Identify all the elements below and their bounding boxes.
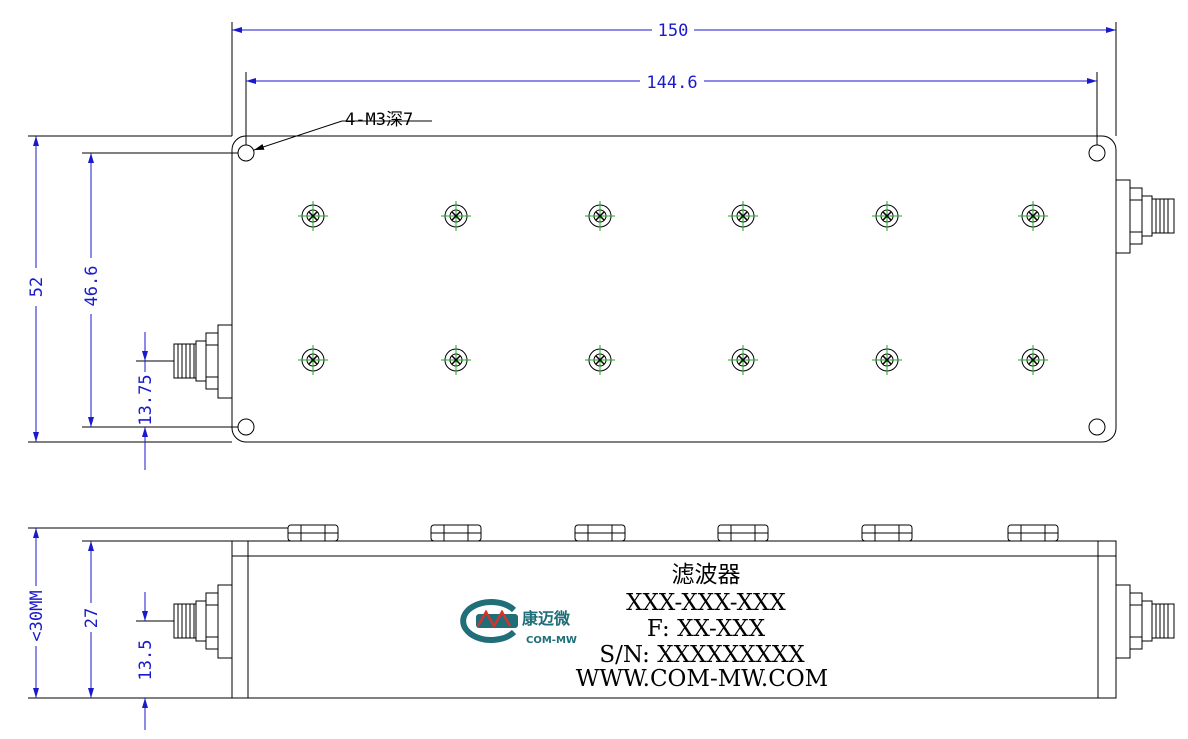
- tuning-nut: [287, 524, 339, 542]
- nameplate-frequency: F: XX-XXX: [647, 616, 766, 642]
- tuning-screw: [1018, 345, 1048, 375]
- top-view: [231, 135, 1117, 443]
- nameplate-website: WWW.COM-MW.COM: [576, 666, 828, 692]
- tuning-nut: [430, 524, 482, 542]
- dim-overall-width: 52: [27, 277, 47, 297]
- dim-connector-offset-side: 13.5: [136, 640, 156, 681]
- tuning-screw: [585, 201, 615, 231]
- mounting-hole: [237, 144, 255, 162]
- mounting-hole: [1088, 144, 1106, 162]
- nameplate-model: XXX-XXX-XXX: [626, 590, 786, 616]
- hole-callout-text: 4-M3深7: [345, 110, 413, 130]
- logo-en: COM-MW: [526, 635, 577, 646]
- tuning-screw: [728, 345, 758, 375]
- dim-overall-length: 150: [658, 21, 689, 41]
- tuning-screw: [872, 201, 902, 231]
- connector-left-top: [173, 324, 233, 399]
- tuning-nut: [861, 524, 913, 542]
- tuning-nut: [574, 524, 626, 542]
- tuning-screw: [298, 345, 328, 375]
- tuning-screws: [298, 201, 1048, 375]
- connector-right-top: [1115, 179, 1175, 254]
- tuning-nut: [717, 524, 769, 542]
- dim-height: <30MM: [27, 590, 47, 641]
- tuning-screw: [1018, 201, 1048, 231]
- nameplate-title: 滤波器: [672, 562, 741, 588]
- connector-right-side: [1115, 584, 1175, 659]
- dim-hole-spacing-x: 144.6: [646, 73, 697, 93]
- tuning-screw: [298, 201, 328, 231]
- tuning-nuts: [287, 524, 1059, 542]
- connector-left-side: [173, 584, 233, 659]
- logo-cn: 康迈微: [522, 609, 571, 628]
- dim-side-height: 27: [82, 608, 102, 628]
- extension-lines: [28, 22, 1117, 699]
- company-logo: 康迈微 COM-MW: [460, 599, 577, 646]
- dim-hole-spacing-y: 46.6: [82, 266, 102, 307]
- tuning-screw: [441, 201, 471, 231]
- tuning-screw: [728, 201, 758, 231]
- dimension-lines: [33, 27, 1116, 730]
- tuning-screw: [441, 345, 471, 375]
- tuning-screw: [872, 345, 902, 375]
- hole-callout: 4-M3深7: [253, 110, 432, 151]
- nameplate: 滤波器 XXX-XXX-XXX F: XX-XXX S/N: XXXXXXXXX…: [576, 562, 828, 692]
- mounting-holes: [237, 144, 1106, 436]
- top-view-body: [231, 135, 1117, 443]
- tuning-nut: [1007, 524, 1059, 542]
- tuning-screw: [585, 345, 615, 375]
- mounting-hole: [1088, 418, 1106, 436]
- nameplate-serial: S/N: XXXXXXXXX: [599, 642, 805, 668]
- dim-connector-offset-top: 13.75: [136, 374, 156, 425]
- mounting-hole: [237, 418, 255, 436]
